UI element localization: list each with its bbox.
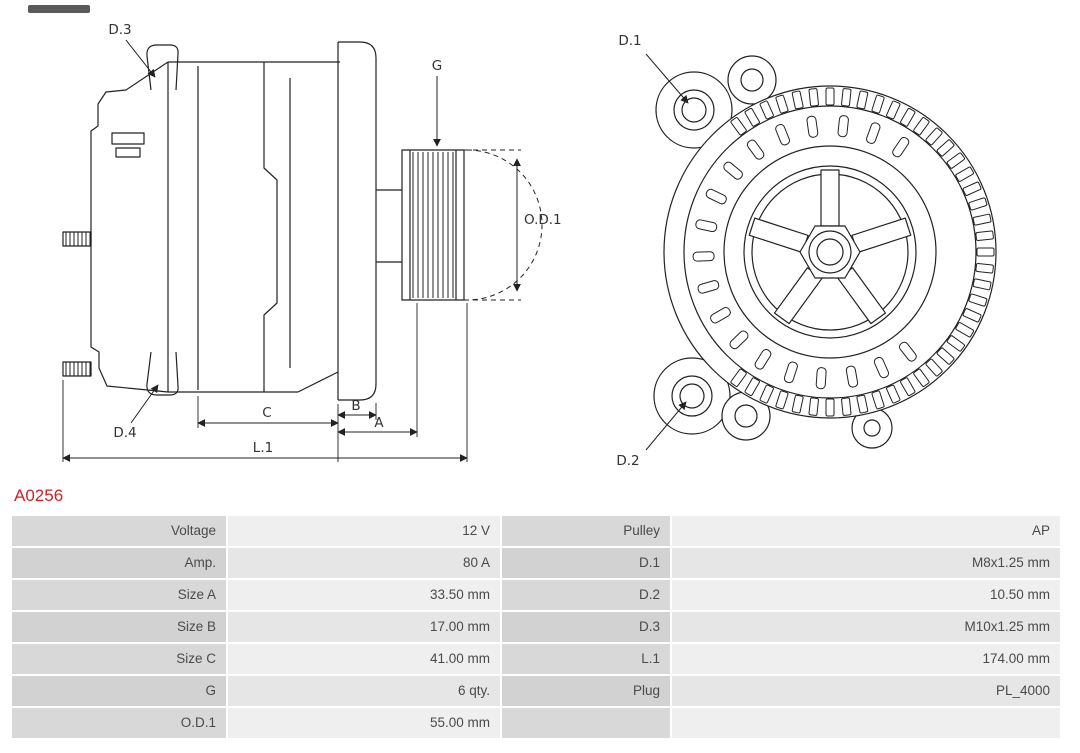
spec-value: 55.00 mm: [228, 708, 500, 738]
spec-table: Voltage 12 V Pulley AP Amp. 80 A D.1 M8x…: [10, 514, 1062, 740]
d4-leader: [130, 384, 159, 424]
spec-label: [502, 708, 670, 738]
spec-value: 10.50 mm: [672, 580, 1060, 610]
front-view-leaders: [645, 53, 689, 451]
mounting-ear-top: [146, 44, 179, 91]
hole-d1: [681, 97, 707, 123]
alternator-diagram: D.3 G O.D.1 D.4 C B A L.1: [62, 22, 997, 469]
label-a: A: [374, 415, 384, 431]
label-c: C: [262, 405, 271, 421]
pulley-side: [401, 149, 465, 301]
spec-label: Pulley: [502, 516, 670, 546]
spec-label: L.1: [502, 644, 670, 674]
terminal-block: [111, 132, 145, 145]
label-d3: D.3: [108, 22, 131, 38]
label-od1: O.D.1: [524, 212, 562, 228]
stud-threads: [65, 232, 91, 376]
spec-label: D.1: [502, 548, 670, 578]
spec-label: Size A: [12, 580, 226, 610]
label-d2: D.2: [616, 453, 639, 469]
table-row: Amp. 80 A D.1 M8x1.25 mm: [12, 548, 1060, 578]
side-view-outline: [62, 41, 465, 401]
spec-value: 33.50 mm: [228, 580, 500, 610]
spec-value: 12 V: [228, 516, 500, 546]
d1-leader: [645, 53, 689, 104]
spec-label: O.D.1: [12, 708, 226, 738]
front-view-labels: D.1 D.2: [616, 33, 641, 469]
pulley-grooves: [412, 152, 454, 298]
table-row: O.D.1 55.00 mm: [12, 708, 1060, 738]
spec-value: 6 qty.: [228, 676, 500, 706]
stud-upper: [62, 231, 92, 247]
spec-label: D.3: [502, 612, 670, 642]
d2-leader: [645, 401, 687, 451]
label-g: G: [432, 58, 442, 74]
spec-value: M8x1.25 mm: [672, 548, 1060, 578]
label-d1: D.1: [618, 33, 641, 49]
label-b: B: [351, 398, 360, 414]
spec-value: 17.00 mm: [228, 612, 500, 642]
watermark-logo: [28, 5, 90, 13]
dimension-lines: [62, 39, 543, 462]
pulley-od-projection: [466, 149, 543, 301]
table-row: Size A 33.50 mm D.2 10.50 mm: [12, 580, 1060, 610]
vent-slots: [692, 115, 917, 390]
spec-label: Voltage: [12, 516, 226, 546]
part-number: A0256: [14, 486, 64, 505]
mounting-ear-bottom: [146, 351, 179, 396]
table-row: Voltage 12 V Pulley AP: [12, 516, 1060, 546]
front-view-outline: [653, 55, 997, 449]
spec-value: AP: [672, 516, 1060, 546]
table-row: Size B 17.00 mm D.3 M10x1.25 mm: [12, 612, 1060, 642]
spec-value: 80 A: [228, 548, 500, 578]
spec-label: Plug: [502, 676, 670, 706]
spec-value: PL_4000: [672, 676, 1060, 706]
spec-label: Size B: [12, 612, 226, 642]
spec-value: 174.00 mm: [672, 644, 1060, 674]
pulley-spokes: [748, 169, 912, 325]
spec-value: [672, 708, 1060, 738]
side-view-labels: D.3 G O.D.1 D.4 C B A L.1: [108, 22, 561, 456]
stud-lower: [62, 361, 92, 377]
spec-label: G: [12, 676, 226, 706]
table-row: Size C 41.00 mm L.1 174.00 mm: [12, 644, 1060, 674]
technical-drawing: D.3 G O.D.1 D.4 C B A L.1: [28, 5, 997, 469]
spec-label: Amp.: [12, 548, 226, 578]
d3-leader: [125, 39, 156, 78]
spec-value: 41.00 mm: [228, 644, 500, 674]
serrated-rim: [730, 87, 995, 417]
spec-label: D.2: [502, 580, 670, 610]
spec-label: Size C: [12, 644, 226, 674]
label-d4: D.4: [113, 425, 136, 441]
table-row: G 6 qty. Plug PL_4000: [12, 676, 1060, 706]
label-l1: L.1: [253, 440, 273, 456]
spec-value: M10x1.25 mm: [672, 612, 1060, 642]
